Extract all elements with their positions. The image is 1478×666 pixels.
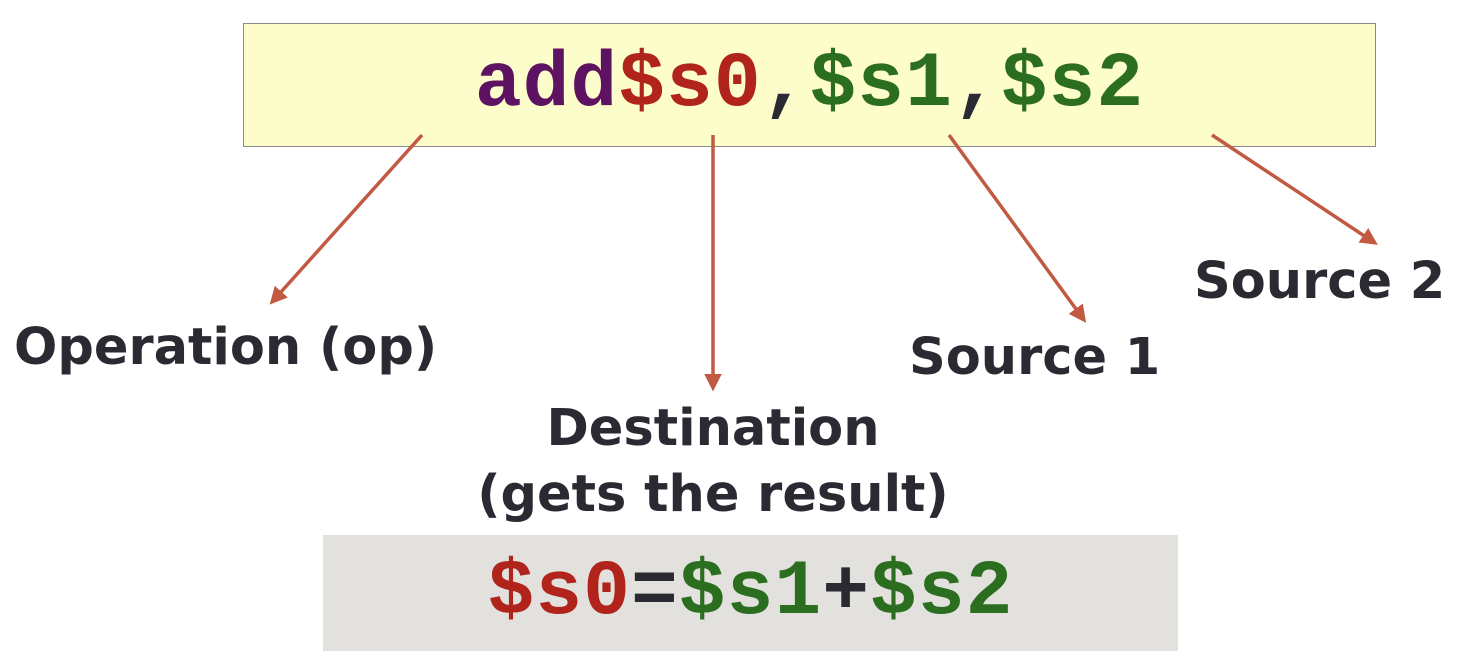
- opcode: add: [474, 41, 619, 129]
- equation-operand-b: $s2: [870, 549, 1014, 637]
- label-destination-line1: Destination: [546, 399, 880, 458]
- equation-plus: +: [822, 549, 871, 637]
- arrow-source2: [1211, 133, 1378, 245]
- instruction-text: add $s0, $s1, $s2: [244, 24, 1375, 146]
- source2-register: $s2: [1000, 41, 1145, 129]
- equation-operand-a: $s1: [678, 549, 823, 637]
- label-destination-line2: (gets the result): [477, 465, 949, 524]
- label-destination: Destination (gets the result): [453, 396, 973, 528]
- label-operation: Operation (op): [14, 318, 438, 377]
- source1-register: $s1: [809, 41, 953, 129]
- comma-1: ,: [761, 41, 810, 129]
- arrow-operation: [269, 133, 424, 305]
- label-source1: Source 1: [909, 328, 1161, 387]
- label-source2: Source 2: [1194, 252, 1446, 311]
- equation-box: $s0 = $s1 + $s2: [323, 535, 1178, 651]
- comma-2: ,: [952, 41, 1001, 129]
- equation-lhs: $s0: [487, 549, 631, 637]
- equation-equals: =: [630, 549, 679, 637]
- equation-text: $s0 = $s1 + $s2: [323, 535, 1178, 651]
- arrow-source1: [947, 133, 1087, 323]
- instruction-box: add $s0, $s1, $s2: [243, 23, 1376, 147]
- destination-register: $s0: [618, 41, 762, 129]
